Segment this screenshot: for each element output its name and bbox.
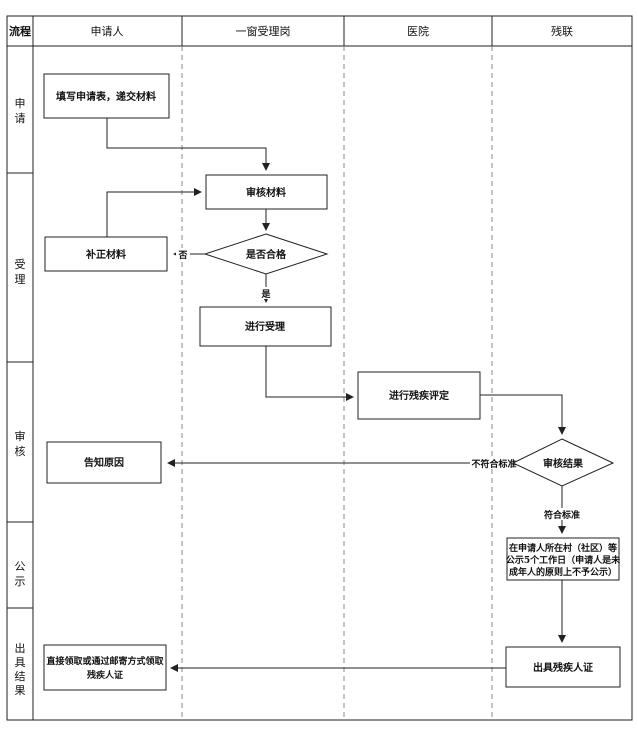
stage-apply-char: 申 [15, 97, 26, 110]
node-disability-assessment [357, 371, 481, 420]
edge-label-bg [176, 248, 190, 260]
edge-label-yes: 是 [260, 289, 271, 300]
node-publicity [506, 537, 620, 581]
stage-apply-char: 请 [15, 112, 26, 125]
node-notify-reason [46, 441, 162, 484]
edge-assessment-to-result [480, 394, 566, 435]
edge-supplement-to-review [106, 188, 202, 237]
edge-label-bg [544, 508, 580, 520]
node-publicity-line: 公示5个工作日（申请人是未 [506, 554, 621, 566]
edge-label-bg [259, 287, 273, 299]
stage-review-char: 核 [15, 444, 26, 458]
node-collect-certificate [43, 644, 167, 691]
node-supplement-label: 补正材料 [85, 248, 126, 261]
stage-result-char: 出 [15, 641, 26, 655]
edge-form-to-review [106, 118, 270, 171]
lane-header-applicant: 申请人 [91, 25, 124, 38]
node-disability-assessment-label: 进行残疾评定 [389, 389, 449, 402]
node-publicity-line: 在申请人所在村（社区）等 [509, 542, 617, 554]
stage-result-char: 结 [15, 670, 26, 683]
node-supplement [44, 236, 168, 272]
node-review-materials [205, 174, 328, 210]
node-fill-form-label: 填写申请表，递交材料 [56, 90, 156, 103]
outer-frame [6, 15, 633, 721]
stage-result-char: 果 [15, 684, 26, 697]
edge-label-meet: 符合标准 [544, 509, 580, 521]
node-collect-line: 直接领取或通过邮寄方式领取 [46, 655, 164, 667]
edge-label-not-meet: 不符合标准 [471, 458, 516, 470]
node-issue-certificate [505, 646, 621, 688]
stage-publicity-char: 示 [15, 575, 26, 588]
edge-label-bg [470, 457, 518, 469]
stage-accept-char: 理 [15, 273, 26, 286]
node-notify-reason-label: 告知原因 [84, 456, 124, 469]
stage-result-char: 具 [15, 656, 26, 669]
lane-header-federation: 残联 [551, 24, 573, 38]
stage-review-char: 审 [15, 429, 26, 443]
node-review-result-label: 审核结果 [543, 457, 584, 470]
lane-header-window: 一窗受理岗 [236, 24, 291, 38]
node-collect-line: 残疾人证 [87, 669, 123, 681]
node-qualified-decision-label: 是否合格 [245, 248, 287, 261]
node-publicity-line: 成年人的原则上不予公示） [509, 566, 617, 578]
edge-accept-to-assessment [265, 346, 354, 401]
node-review-materials-label: 审核材料 [246, 186, 286, 199]
node-issue-certificate-label: 出具残疾人证 [533, 661, 593, 674]
stage-publicity-char: 公 [15, 560, 26, 573]
process-header: 流程 [9, 24, 31, 38]
node-accept-label: 进行受理 [245, 320, 285, 333]
edge-label-no: 否 [177, 250, 187, 261]
node-qualified-decision [203, 233, 329, 275]
lane-header-hospital: 医院 [407, 24, 429, 38]
node-review-result-decision [511, 438, 615, 487]
node-accept [199, 306, 332, 347]
node-fill-form [43, 73, 170, 119]
stage-accept-char: 受 [15, 258, 26, 271]
